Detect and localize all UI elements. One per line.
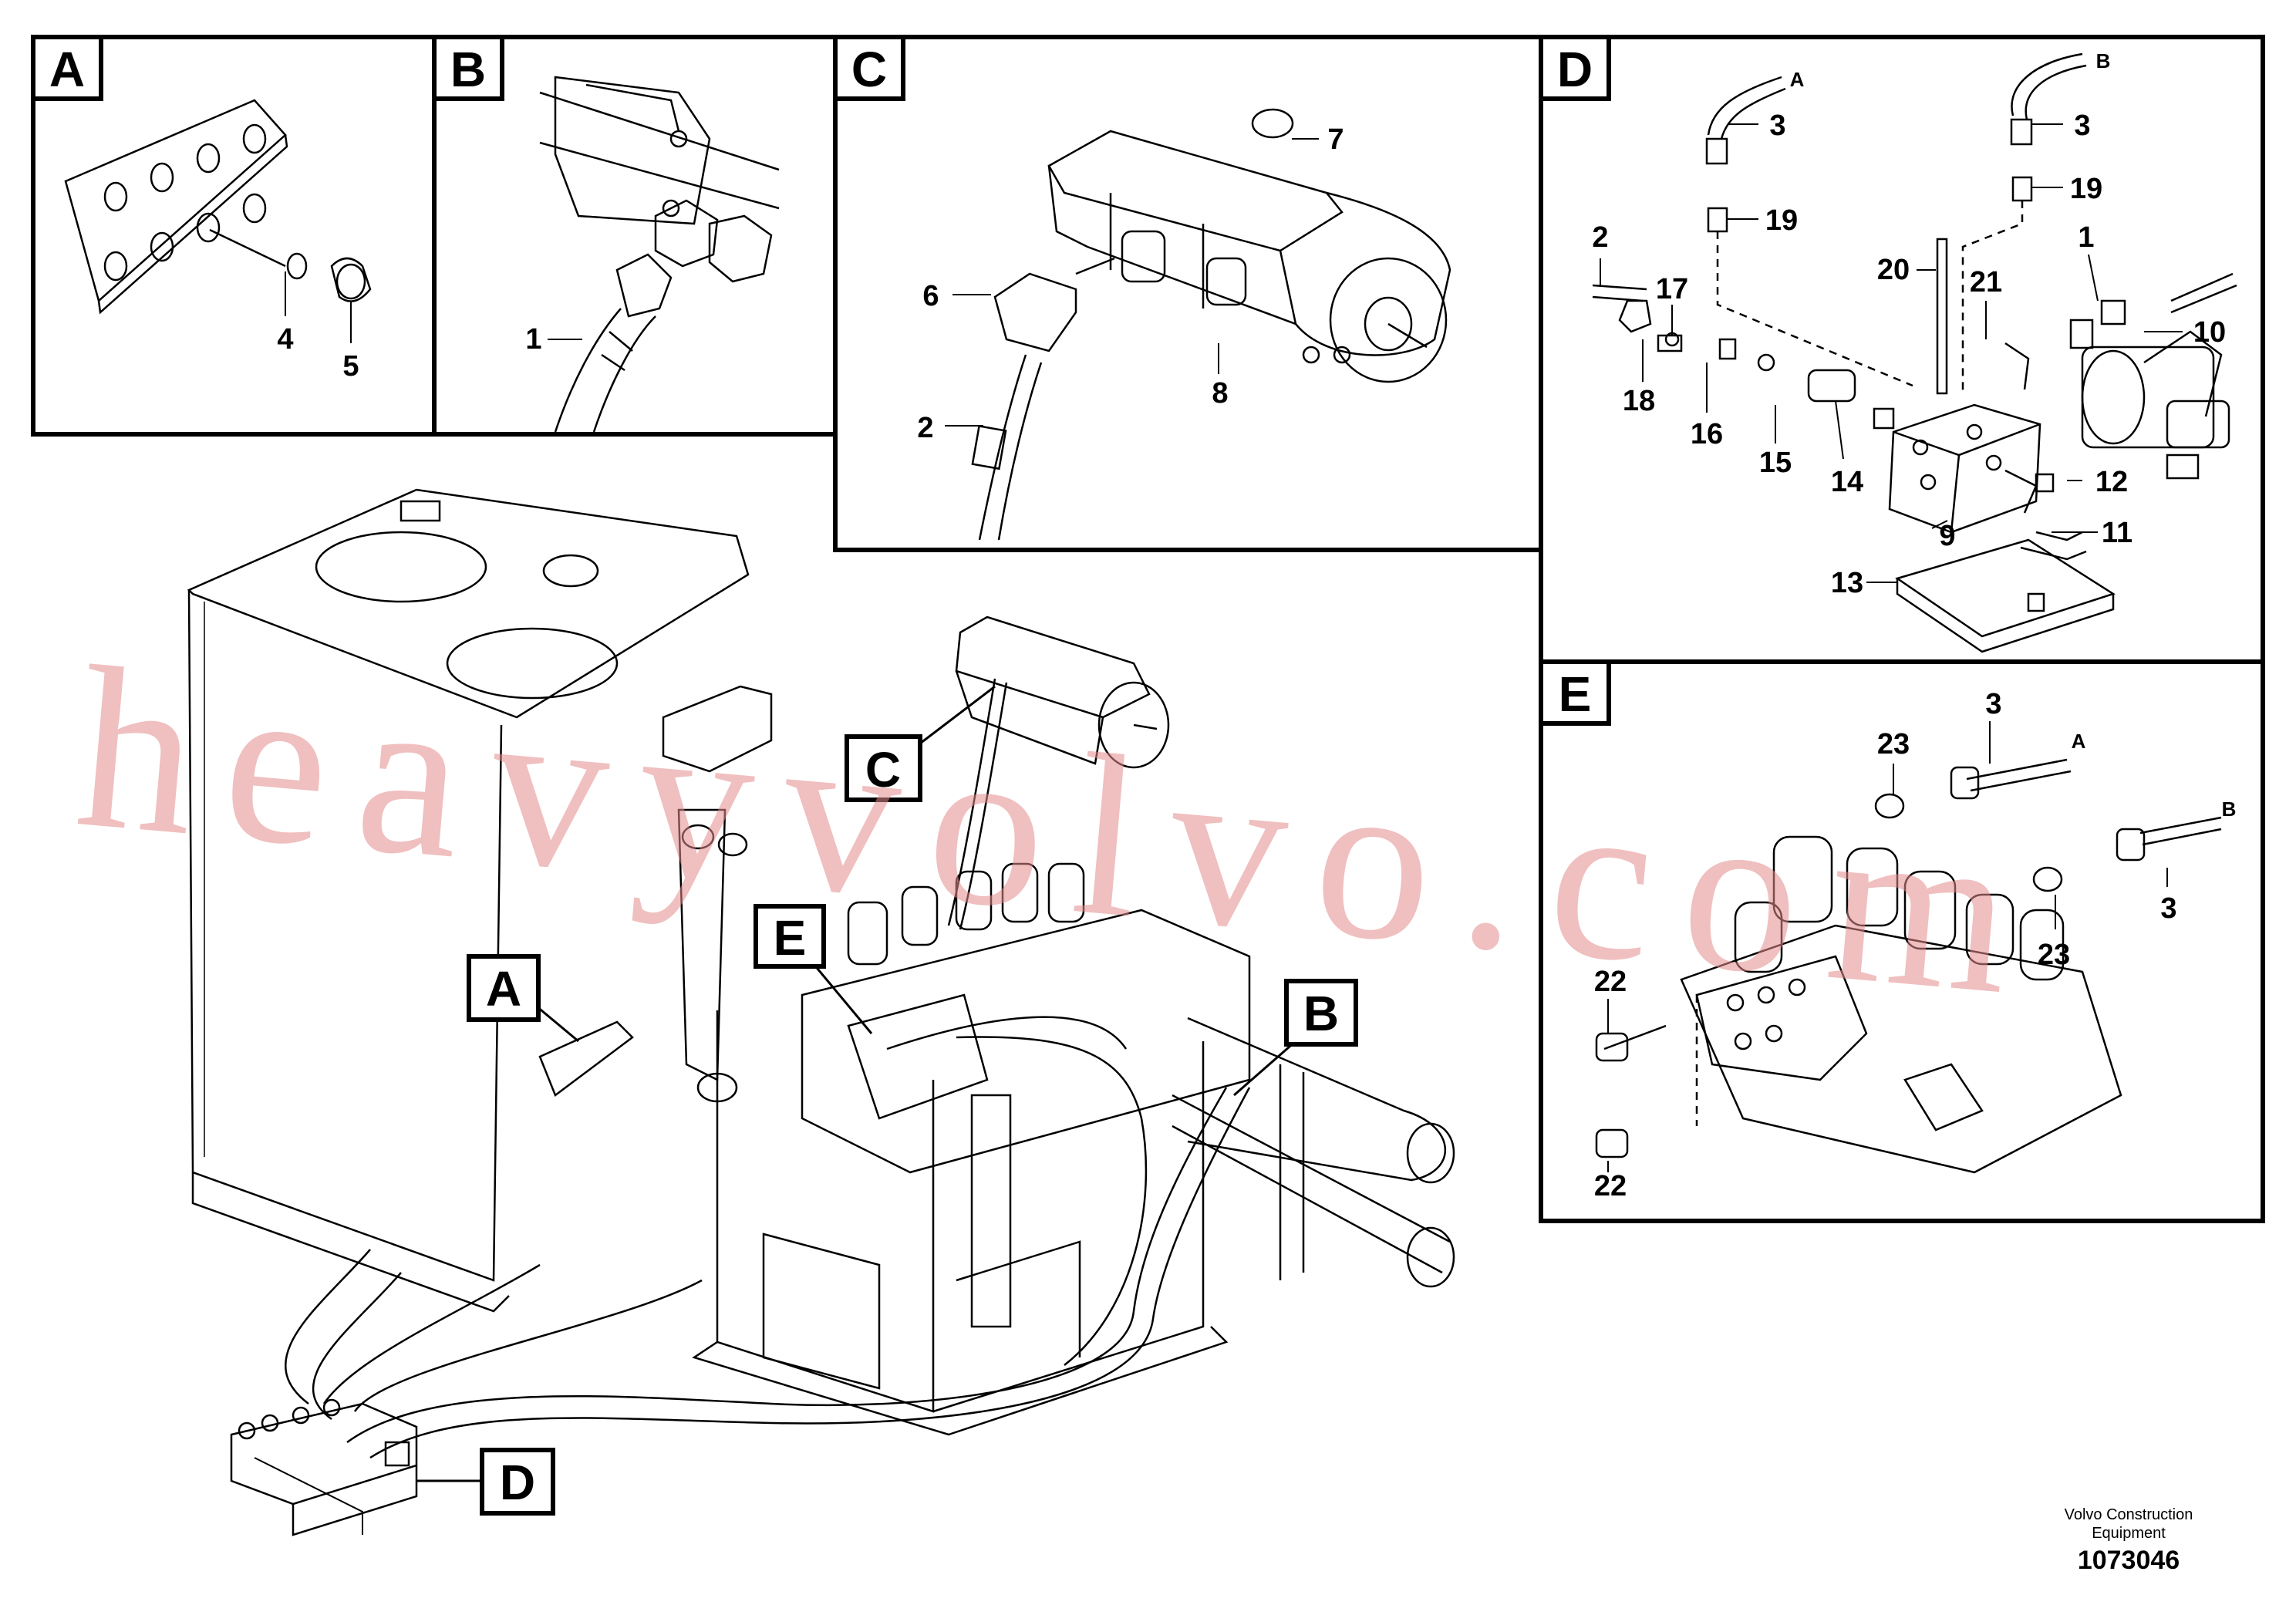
- hydraulic-pump-drawing: [971, 108, 1451, 541]
- brand-line-1: Volvo Construction: [2064, 1506, 2193, 1523]
- callout-20: 20: [1877, 254, 1910, 286]
- callout-13: 13: [1831, 567, 1863, 599]
- callout-8: 8: [1212, 377, 1228, 410]
- callout-22-bottom: 22: [1594, 1170, 1627, 1202]
- callout-16: 16: [1691, 418, 1723, 450]
- callout-17: 17: [1656, 273, 1688, 305]
- main-ref-a: A: [486, 961, 521, 1017]
- callout-10: 10: [2193, 316, 2226, 349]
- callout-23-top: 23: [1877, 728, 1910, 760]
- main-view-reference-labels: C E B A D: [416, 685, 1358, 1516]
- hose-end-b-label-box-e: B: [2222, 798, 2237, 821]
- valve-plate-drawing: [64, 99, 372, 315]
- callout-5: 5: [342, 350, 359, 383]
- callout-23-bottom: 23: [2038, 939, 2070, 971]
- callout-3-box-d-b: 3: [2074, 110, 2090, 142]
- callout-14: 14: [1831, 466, 1863, 498]
- hose-end-b-label-box-d: B: [2096, 49, 2111, 73]
- detail-box-a: A 4 5: [31, 35, 437, 437]
- callout-19-b: 19: [2070, 173, 2102, 205]
- callout-18: 18: [1623, 385, 1655, 417]
- detail-box-a-label: A: [49, 42, 85, 97]
- callout-3-box-e-a: 3: [1985, 688, 2001, 720]
- pump-fitting-drawing: [539, 76, 780, 433]
- callout-12: 12: [2095, 466, 2128, 498]
- callout-4: 4: [277, 323, 293, 356]
- detail-box-c: C 7 6 8 2: [833, 35, 1543, 552]
- callout-3-box-d-a: 3: [1769, 110, 1785, 142]
- main-ref-b: B: [1303, 986, 1339, 1041]
- main-view-plate: [538, 1020, 634, 1097]
- main-ref-e: E: [774, 910, 807, 966]
- detail-box-b: B 1: [432, 35, 838, 437]
- footer: Volvo Construction Equipment 1073046: [2028, 1506, 2229, 1578]
- control-valve-drawing: [1595, 758, 2222, 1174]
- main-ref-c: C: [865, 742, 901, 798]
- callout-22-top: 22: [1594, 966, 1627, 998]
- callout-2-box-c: 2: [917, 412, 933, 444]
- solenoid-valve-drawing: [1592, 52, 2237, 653]
- main-assembly-view: [187, 488, 1455, 1536]
- callout-7: 7: [1327, 123, 1344, 156]
- callout-19-a: 19: [1765, 204, 1798, 237]
- main-ref-d: D: [500, 1455, 535, 1510]
- detail-box-d-label: D: [1557, 42, 1593, 97]
- detail-box-e-label: E: [1559, 666, 1592, 722]
- callout-1-box-b: 1: [525, 323, 541, 356]
- drawing-number: 1073046: [2077, 1546, 2180, 1575]
- callout-11: 11: [2102, 517, 2132, 549]
- detail-box-d: D: [1539, 35, 2265, 664]
- callout-15: 15: [1759, 447, 1792, 479]
- callout-6: 6: [922, 280, 939, 312]
- callout-9: 9: [1939, 520, 1955, 552]
- callout-2-box-d: 2: [1592, 221, 1608, 254]
- brand-line-2: Equipment: [2092, 1525, 2166, 1542]
- watermark-text: heavyvolvo.com: [69, 619, 2051, 1046]
- callout-21: 21: [1970, 266, 2002, 298]
- callout-3-box-e-b: 3: [2160, 892, 2176, 925]
- callout-1-box-d: 1: [2078, 221, 2094, 254]
- detail-box-e: E: [1539, 659, 2265, 1223]
- detail-box-c-label: C: [851, 42, 887, 97]
- hose-end-a-label-box-d: A: [1790, 68, 1805, 91]
- hose-end-a-label-box-e: A: [2072, 730, 2086, 753]
- detail-box-b-label: B: [450, 42, 486, 97]
